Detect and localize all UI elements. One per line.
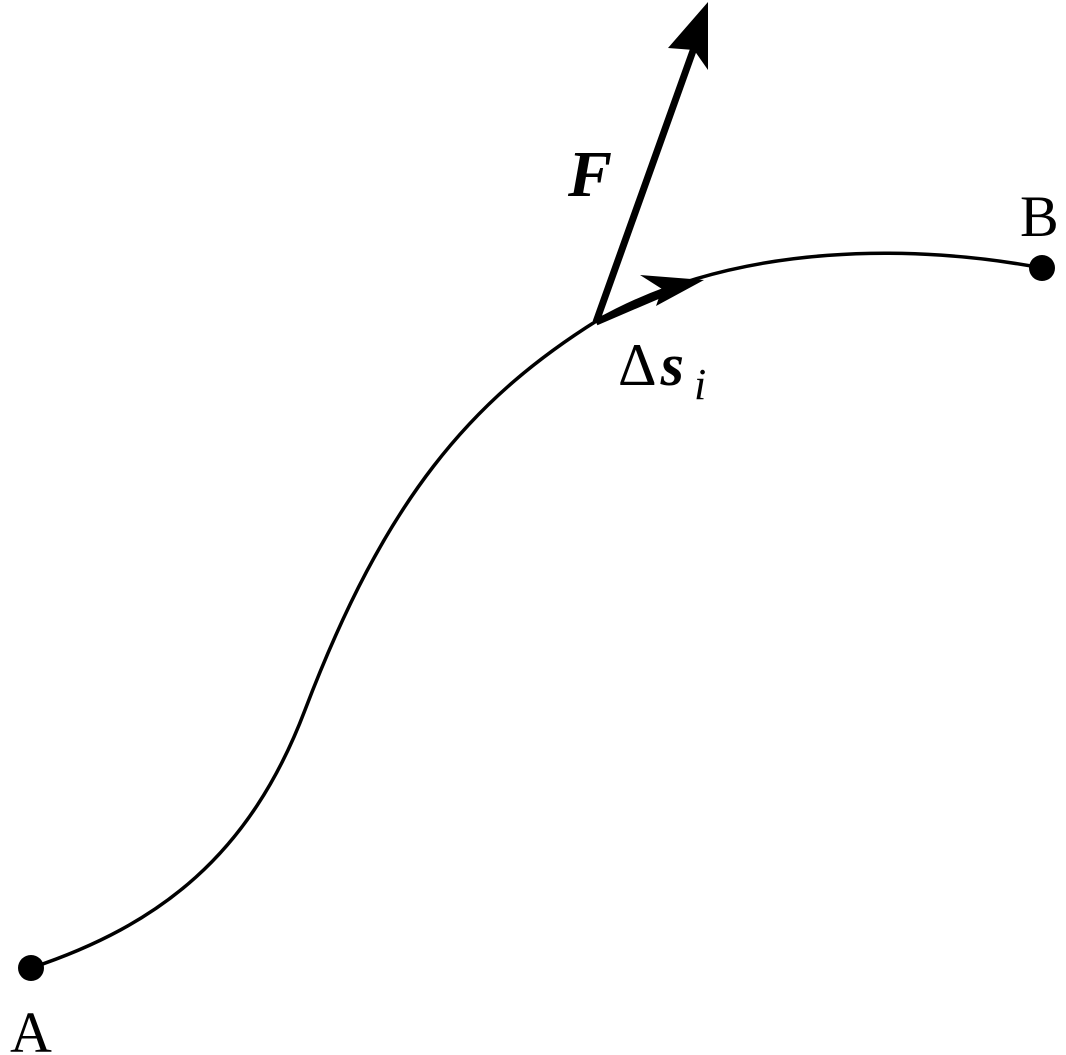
displacement-subscript: i [694,360,706,409]
point-a-label: A [10,1000,52,1055]
displacement-symbol: s [660,332,684,398]
point-a-marker [18,955,44,981]
displacement-vector-label: Δ s i [618,332,706,409]
path-curve [30,251,1043,970]
force-vector-shaft [592,46,698,324]
point-b-label: B [1020,184,1059,249]
point-b-marker [1029,255,1055,281]
force-vector-label: F [567,138,612,211]
force-vector-arrowhead [668,2,708,70]
displacement-vector-arrowhead [640,275,704,306]
displacement-delta: Δ [618,332,657,398]
